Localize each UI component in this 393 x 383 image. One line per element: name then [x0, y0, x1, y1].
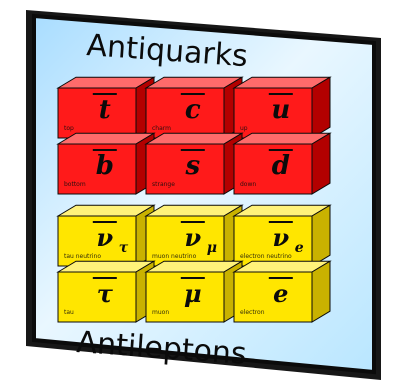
antiquark-symbol: b	[96, 151, 114, 181]
particle-subtitle: strange	[152, 181, 175, 188]
antiquark-cube: s strange	[144, 132, 244, 195]
antiquark-symbol: u	[271, 95, 290, 125]
antiquark-symbol: c	[185, 95, 201, 125]
particle-subtitle: electron	[240, 309, 265, 316]
antiquark-cube: u up	[232, 76, 332, 139]
subscript-label: e	[295, 240, 304, 256]
antiquark-symbol: t	[99, 95, 111, 125]
particle-subtitle: muon neutrino	[152, 253, 197, 260]
particle-subtitle: charm	[152, 125, 171, 132]
particle-subtitle: muon	[152, 309, 169, 316]
particle-subtitle: up	[240, 125, 248, 132]
cube-side	[311, 76, 331, 139]
particle-subtitle: down	[240, 181, 256, 188]
particle-subtitle: tau	[64, 309, 74, 316]
particle-subtitle: tau neutrino	[64, 253, 101, 260]
antilepton-symbol: μ	[184, 279, 202, 308]
antilepton-symbol: e	[273, 279, 288, 308]
antilepton-cube: τ tau	[56, 260, 156, 323]
antilepton-cube: e electron	[232, 260, 332, 323]
subscript-label: μ	[207, 240, 217, 256]
cube-side	[311, 132, 331, 195]
particle-subtitle: bottom	[64, 181, 86, 188]
antiquark-cube: b bottom	[56, 132, 156, 195]
antiquark-symbol: s	[184, 151, 200, 181]
antilepton-symbol: ν	[184, 223, 201, 252]
antilepton-symbol: ν	[272, 223, 289, 252]
cube-side	[311, 204, 331, 267]
antilepton-symbol: τ	[97, 279, 114, 308]
antilepton-symbol: ν	[96, 223, 113, 252]
quark-grid: t top c charm u up b bottom s strange d down	[56, 76, 332, 195]
antilepton-cube: μ muon	[144, 260, 244, 323]
cube-side	[311, 260, 331, 323]
antiquark-cube: c charm	[144, 76, 244, 139]
particle-subtitle: electron neutrino	[240, 253, 292, 260]
antiquark-symbol: d	[272, 151, 290, 181]
antiquark-cube: t top	[56, 76, 156, 139]
subscript-label: τ	[119, 240, 129, 256]
antiquark-cube: d down	[232, 132, 332, 195]
particle-subtitle: top	[64, 125, 74, 132]
